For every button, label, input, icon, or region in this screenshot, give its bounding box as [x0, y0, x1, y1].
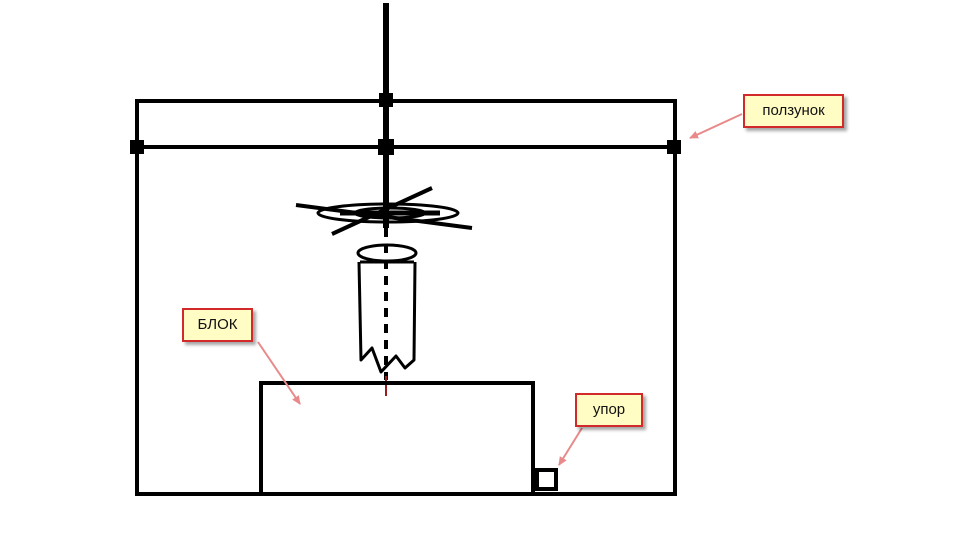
rotating-clamp [295, 186, 473, 236]
callout-stop: упор [575, 393, 643, 427]
stop-pointer [558, 427, 583, 466]
drill-tool [356, 228, 418, 396]
stop-square [535, 468, 558, 491]
joint-center [378, 139, 394, 155]
block-pointer [257, 341, 301, 405]
slider-pointer [689, 113, 743, 139]
joint-right [667, 140, 681, 154]
joint-top [379, 93, 393, 107]
joint-left [130, 140, 144, 154]
callout-slider: ползунок [743, 94, 844, 128]
callout-block: БЛОК [182, 308, 253, 342]
block [259, 381, 535, 496]
